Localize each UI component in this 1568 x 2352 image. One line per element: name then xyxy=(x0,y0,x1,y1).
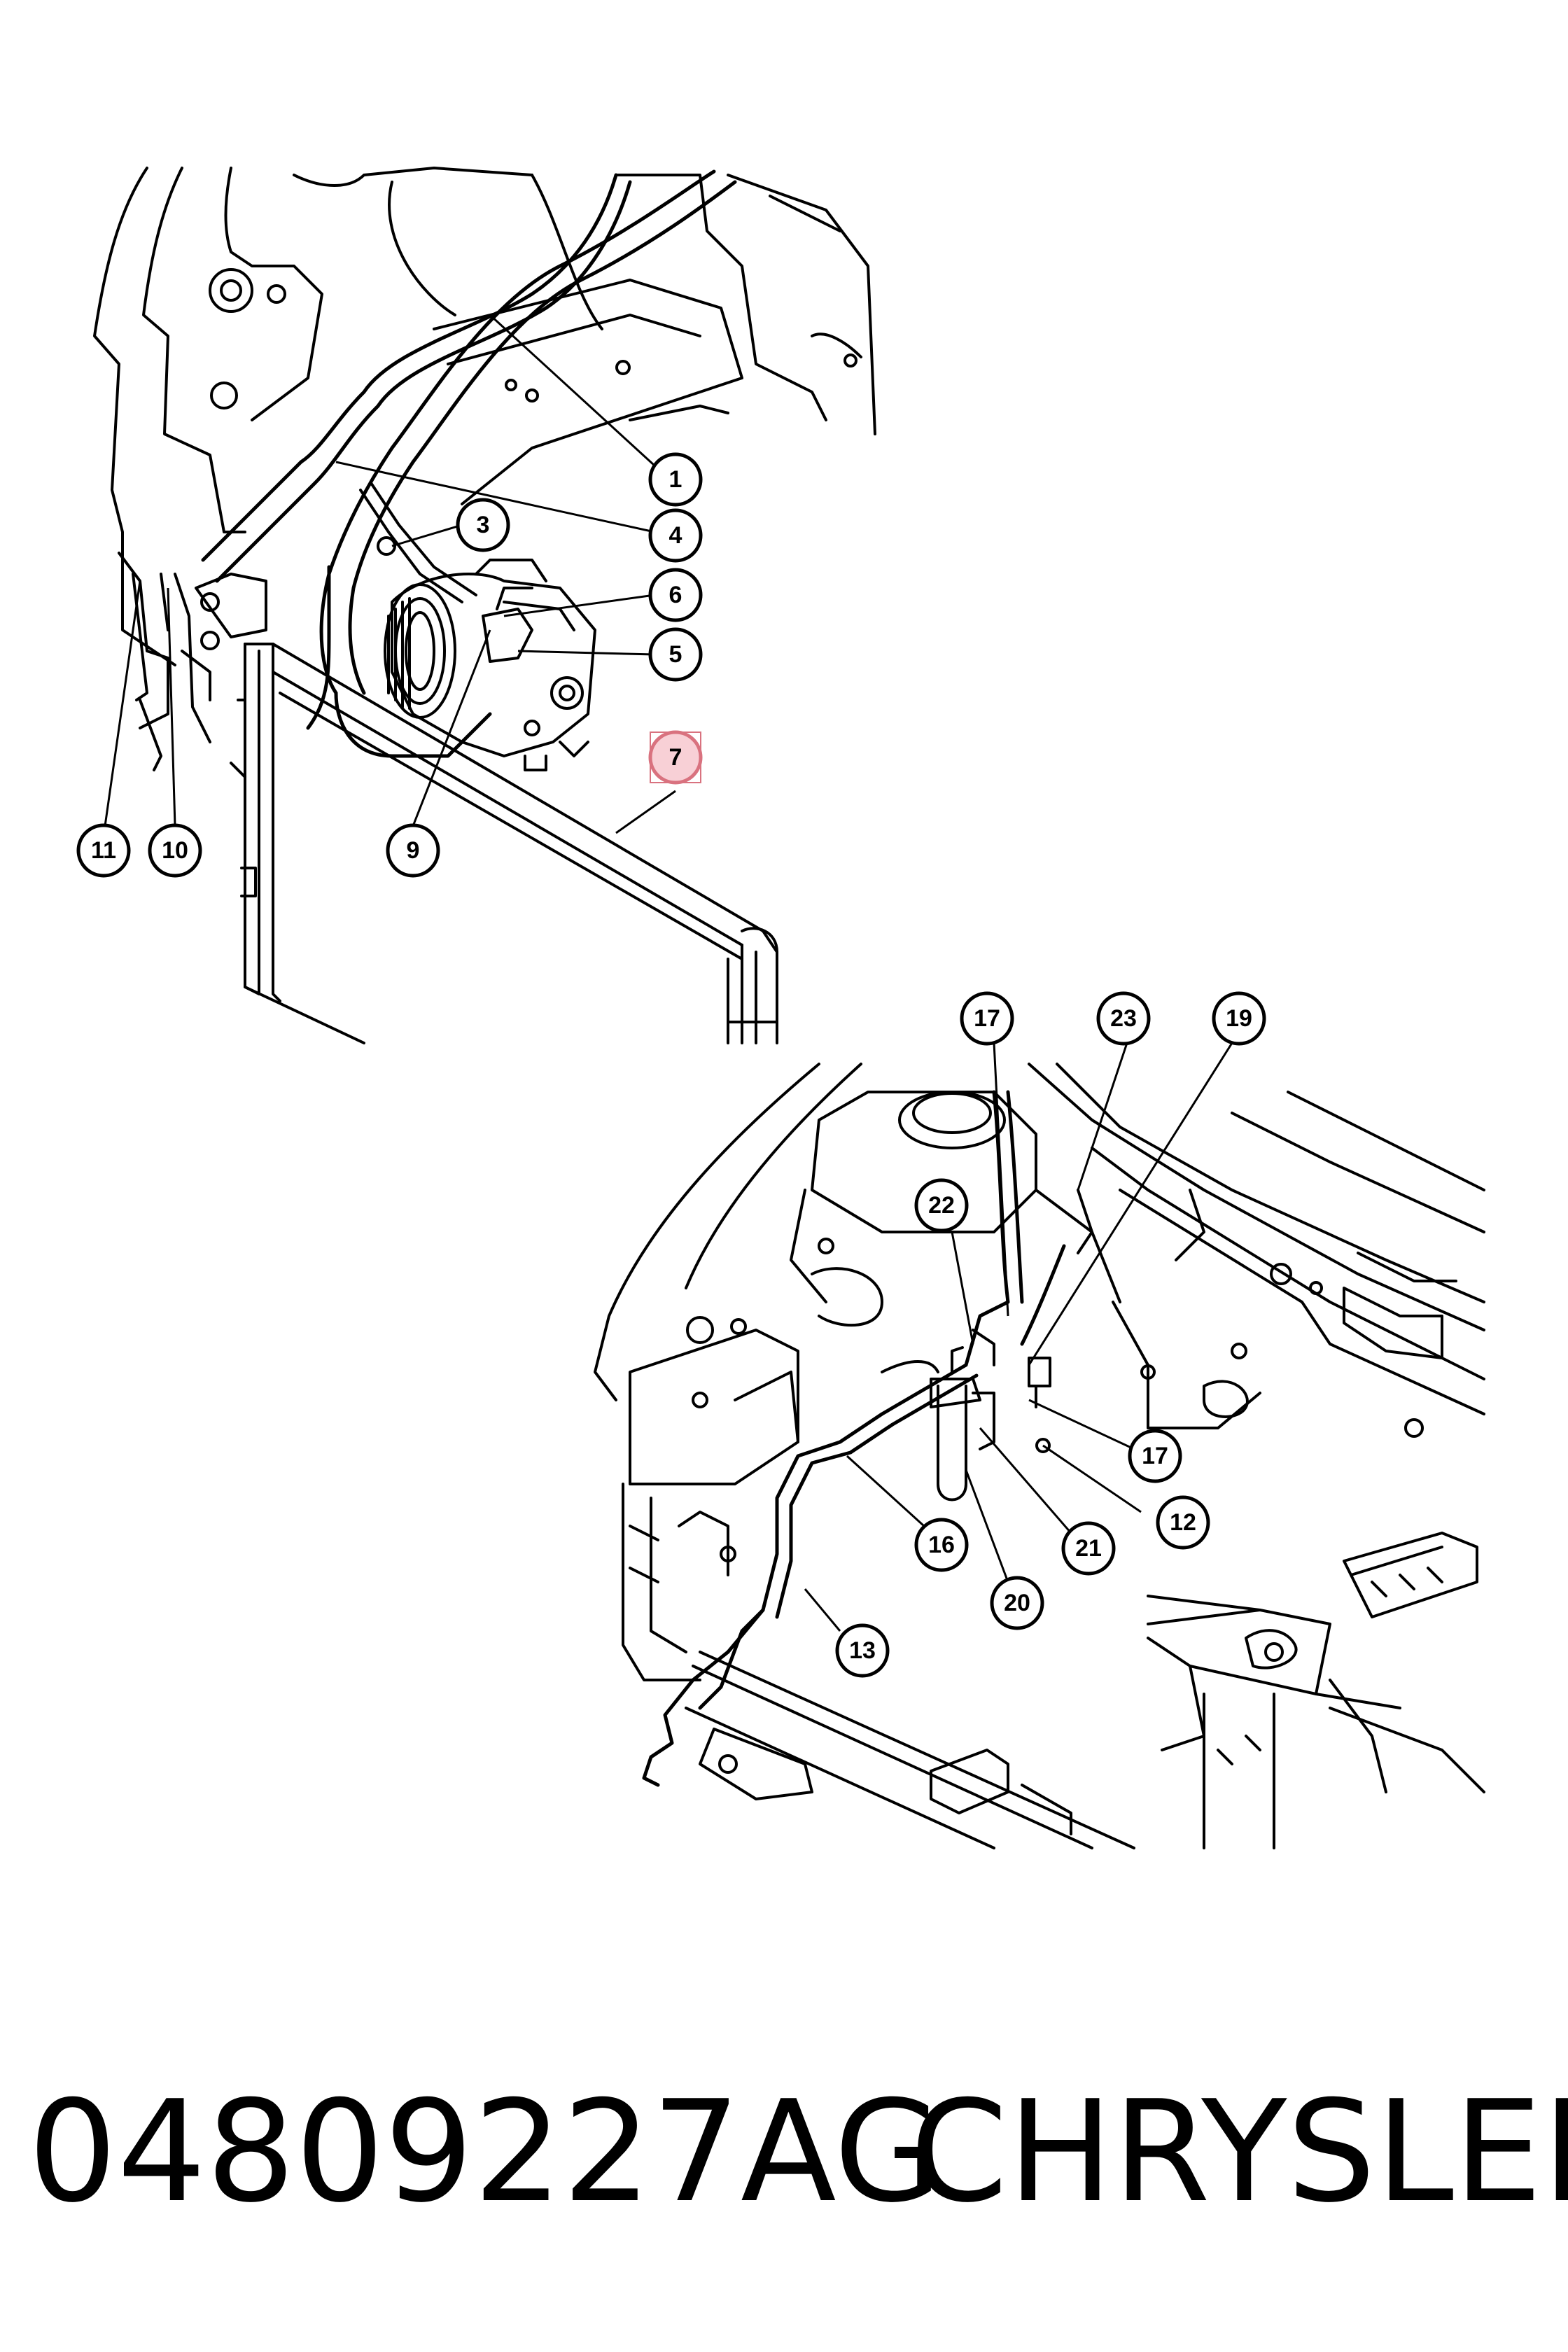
leader-lines-bottom xyxy=(804,1042,1233,1632)
svg-text:23: 23 xyxy=(1110,1005,1137,1032)
callout-4[interactable]: 4 xyxy=(648,508,703,563)
front-end-bottom-illustration xyxy=(594,1063,1485,1849)
svg-text:3: 3 xyxy=(477,512,490,538)
svg-text:22: 22 xyxy=(928,1192,955,1219)
callout-16[interactable]: 16 xyxy=(914,1518,969,1572)
leader-lines-top xyxy=(104,314,676,834)
callout-17-top[interactable]: 17 xyxy=(960,991,1014,1046)
svg-text:16: 16 xyxy=(928,1532,955,1558)
callout-7-highlighted[interactable]: 7 xyxy=(648,730,703,785)
callout-13[interactable]: 13 xyxy=(835,1623,890,1678)
svg-text:17: 17 xyxy=(1142,1443,1168,1469)
svg-text:20: 20 xyxy=(1004,1590,1030,1616)
svg-text:5: 5 xyxy=(669,641,682,668)
callout-17-right[interactable]: 17 xyxy=(1128,1429,1182,1483)
svg-text:12: 12 xyxy=(1170,1509,1196,1536)
callout-3[interactable]: 3 xyxy=(456,498,510,552)
callout-23[interactable]: 23 xyxy=(1096,991,1151,1046)
callout-10[interactable]: 10 xyxy=(148,823,202,878)
callout-21[interactable]: 21 xyxy=(1061,1521,1116,1576)
svg-text:4: 4 xyxy=(669,522,682,549)
callout-5[interactable]: 5 xyxy=(648,627,703,682)
callout-12[interactable]: 12 xyxy=(1156,1495,1210,1550)
svg-text:21: 21 xyxy=(1075,1535,1102,1562)
callout-11[interactable]: 11 xyxy=(76,823,131,878)
svg-text:9: 9 xyxy=(407,837,420,864)
svg-text:6: 6 xyxy=(669,582,682,608)
part-number-caption: 04809227AG xyxy=(28,2071,943,2234)
svg-text:1: 1 xyxy=(669,466,682,493)
brand-caption: CHRYSLER xyxy=(910,2071,1568,2234)
engine-bay-top-illustration xyxy=(93,167,876,1044)
callout-6[interactable]: 6 xyxy=(648,568,703,622)
callout-1[interactable]: 1 xyxy=(648,452,703,507)
callout-19[interactable]: 19 xyxy=(1212,991,1266,1046)
callout-9[interactable]: 9 xyxy=(386,823,440,878)
svg-text:10: 10 xyxy=(162,837,188,864)
svg-text:19: 19 xyxy=(1226,1005,1252,1032)
svg-text:17: 17 xyxy=(974,1005,1000,1032)
svg-text:7: 7 xyxy=(669,744,682,771)
callout-20[interactable]: 20 xyxy=(990,1576,1044,1630)
svg-text:11: 11 xyxy=(91,837,116,864)
callout-22[interactable]: 22 xyxy=(914,1178,969,1233)
svg-text:13: 13 xyxy=(849,1637,876,1664)
